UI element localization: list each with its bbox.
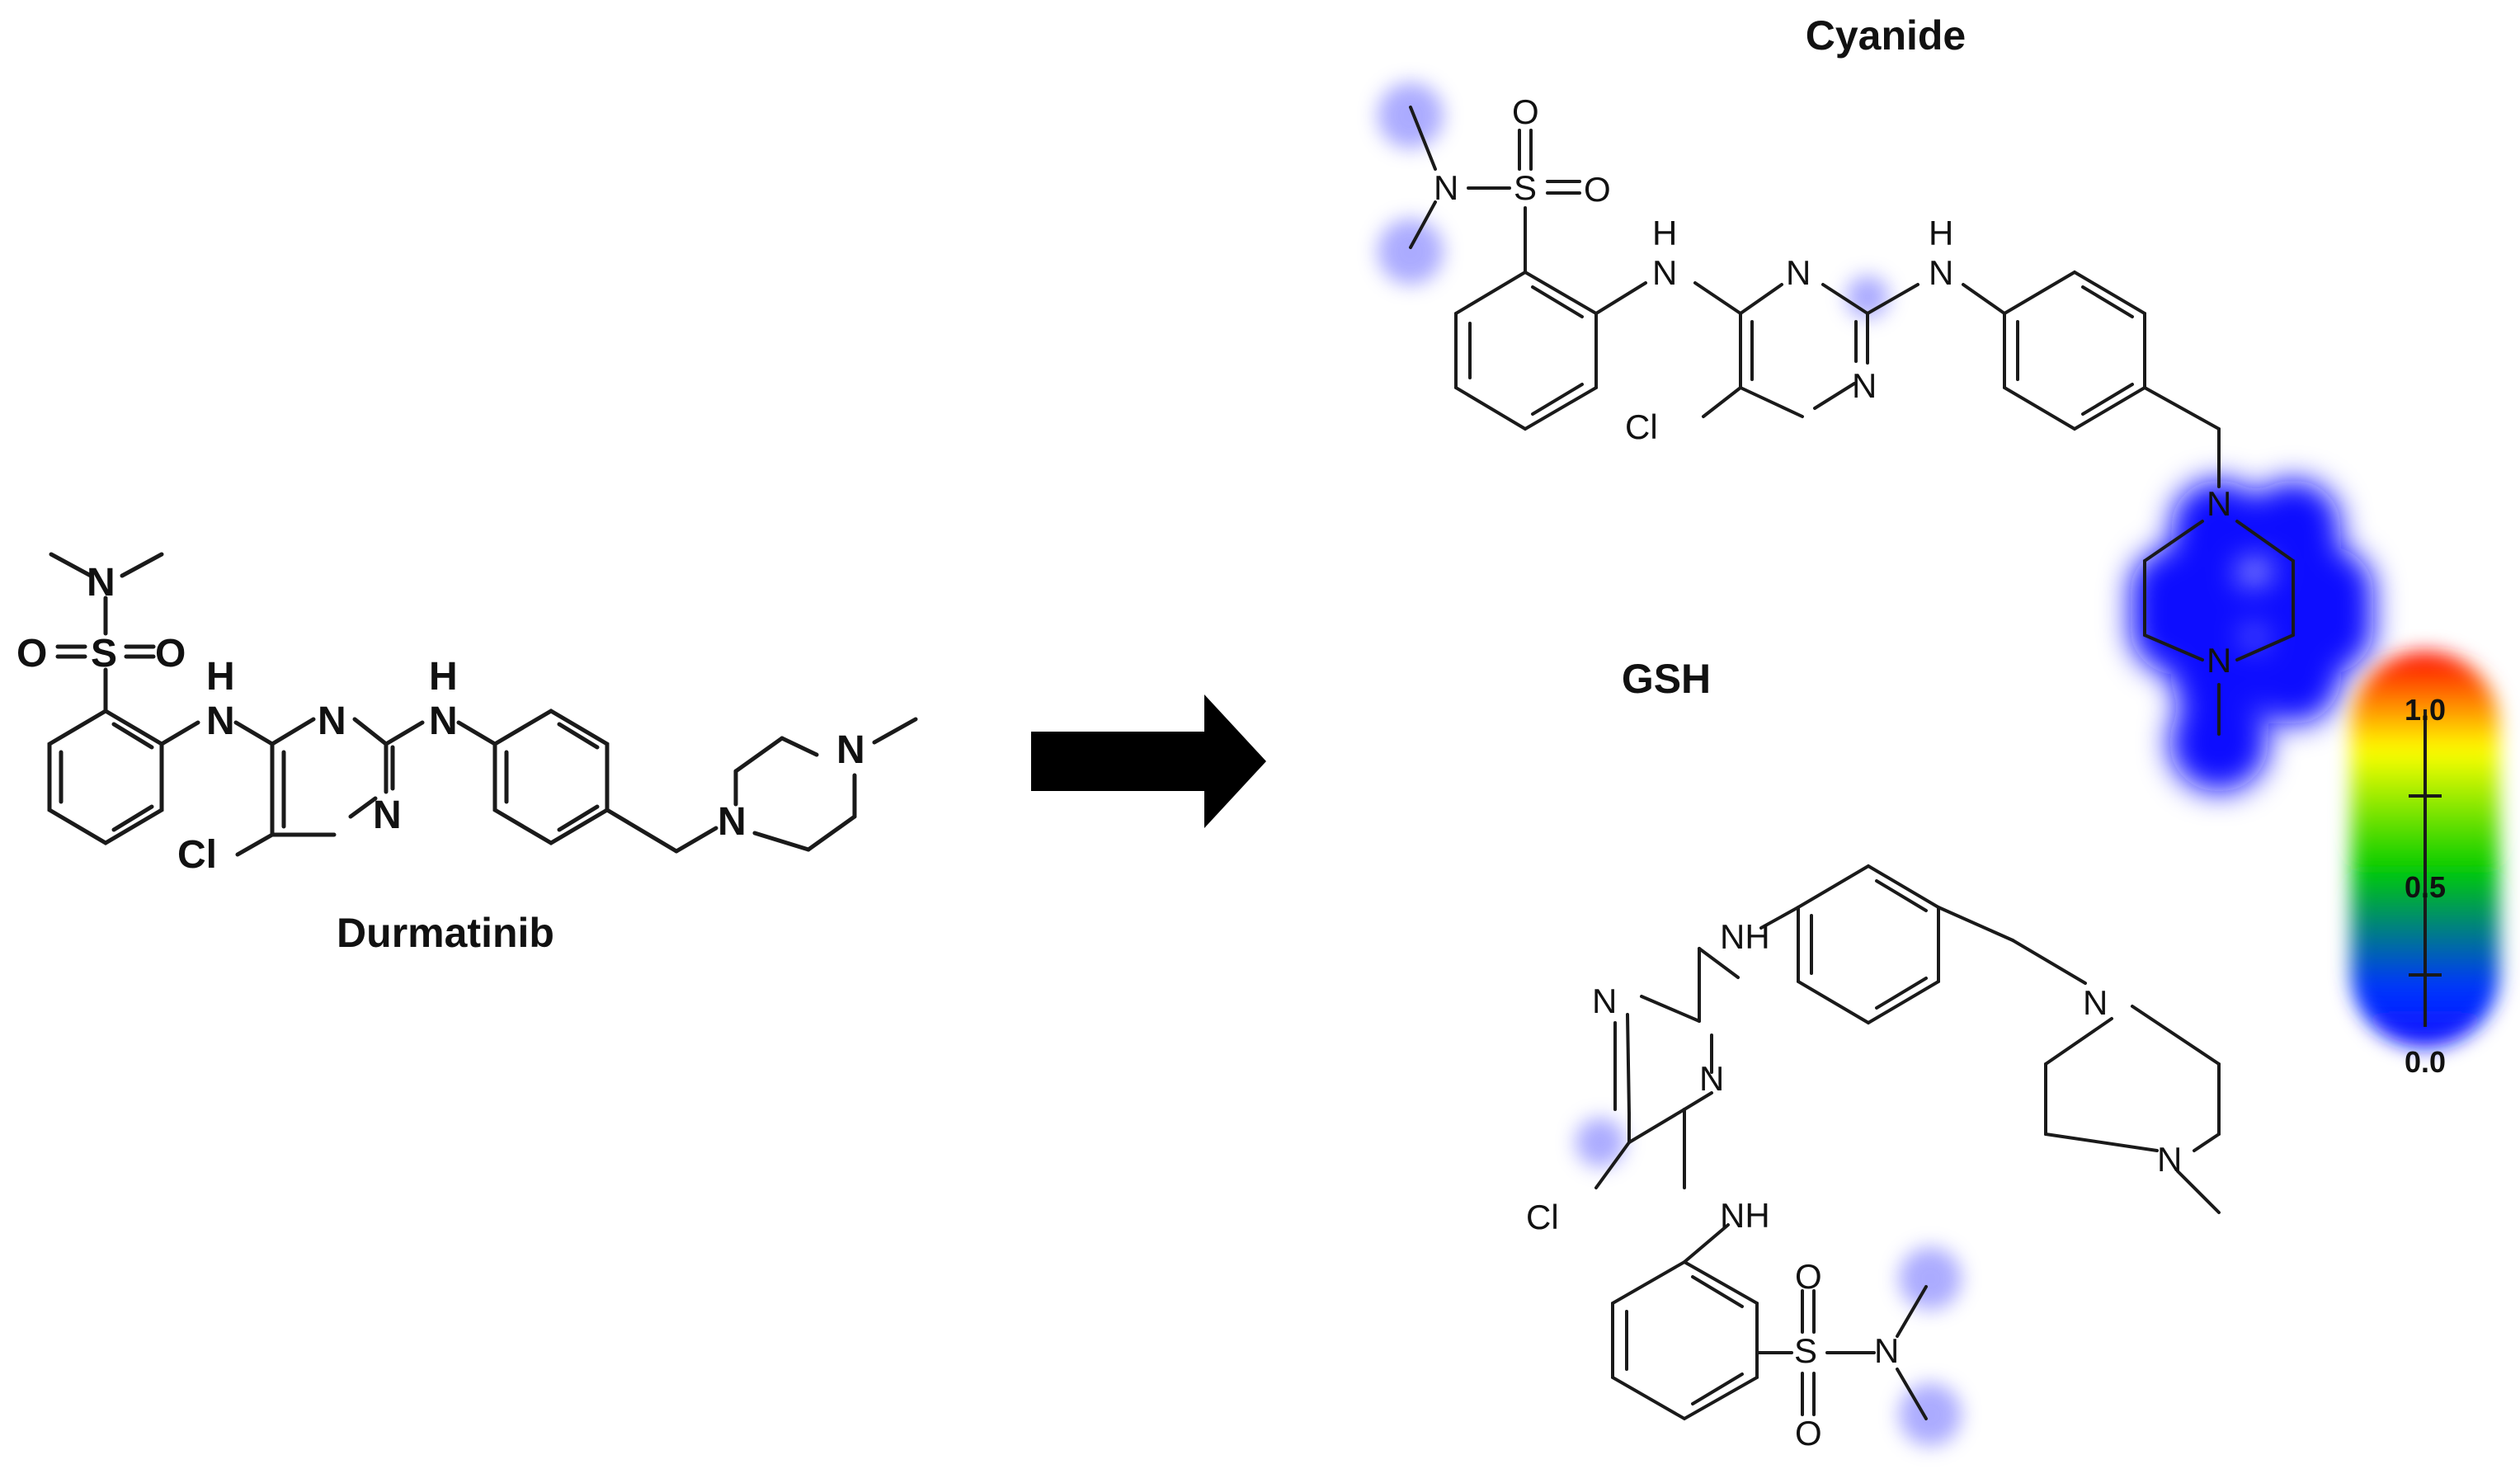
atom-nh: NH xyxy=(1720,917,1770,956)
atom-o: O xyxy=(1584,170,1611,209)
durmatinib-label: Durmatinib xyxy=(337,910,554,956)
atom-h: H xyxy=(206,655,235,699)
scale-mid-label: 0.5 xyxy=(2405,870,2446,904)
atom-n: N xyxy=(429,699,458,743)
atom-n: N xyxy=(318,699,346,743)
atom-s: S xyxy=(1794,1331,1817,1370)
atom-n: N xyxy=(718,800,747,844)
atom-n: N xyxy=(2207,641,2231,680)
atom-n: N xyxy=(1652,253,1677,292)
atom-h: H xyxy=(1652,214,1677,252)
atom-o: O xyxy=(1512,92,1539,131)
gsh-structure xyxy=(1594,864,2221,1421)
atom-n: N xyxy=(2083,983,2108,1022)
atom-n: N xyxy=(1874,1331,1899,1370)
atom-cl: Cl xyxy=(1625,407,1658,446)
durmatinib-structure xyxy=(47,552,918,857)
atom-n: N xyxy=(87,561,115,605)
reactivity-color-scale: 1.0 0.5 0.0 xyxy=(2351,652,2499,1079)
gsh-atom-labels: NH N N Cl NH S O O N N N xyxy=(1526,917,2182,1453)
atom-n: N xyxy=(2207,484,2231,523)
cyanide-atom-labels: N S O O H N N N H N Cl N N xyxy=(1434,92,2231,680)
atom-n: N xyxy=(373,793,402,837)
atom-n: N xyxy=(1699,1059,1724,1098)
cyanide-label: Cyanide xyxy=(1806,12,1967,59)
atom-n: N xyxy=(1434,168,1458,207)
atom-o: O xyxy=(1795,1257,1822,1296)
atom-n: N xyxy=(1786,253,1811,292)
atom-h: H xyxy=(1929,214,1953,252)
cyanide-heatmap xyxy=(1378,82,2374,792)
gsh-heatmap xyxy=(1576,1118,1962,1446)
reaction-arrow xyxy=(1031,694,1266,828)
atom-n: N xyxy=(1929,253,1953,292)
atom-s: S xyxy=(1514,168,1537,207)
atom-cl: Cl xyxy=(1526,1198,1559,1236)
atom-n: N xyxy=(2157,1140,2182,1179)
atom-n: N xyxy=(836,728,865,772)
atom-o: O xyxy=(16,632,47,676)
cyanide-structure xyxy=(1409,106,2295,736)
gsh-label: GSH xyxy=(1622,656,1711,702)
atom-h: H xyxy=(429,655,458,699)
atom-o: O xyxy=(155,632,186,676)
atom-cl: Cl xyxy=(177,833,217,877)
atom-n: N xyxy=(1852,366,1877,405)
scale-max-label: 1.0 xyxy=(2405,693,2446,727)
atom-o: O xyxy=(1795,1414,1822,1453)
atom-n: N xyxy=(206,699,235,743)
atom-n: N xyxy=(1592,982,1617,1020)
scale-min-label: 0.0 xyxy=(2405,1045,2446,1079)
durmatinib-atom-labels: N S O O H N N N H N Cl N N xyxy=(16,561,865,877)
atom-s: S xyxy=(91,632,117,676)
atom-nh: NH xyxy=(1720,1196,1770,1235)
